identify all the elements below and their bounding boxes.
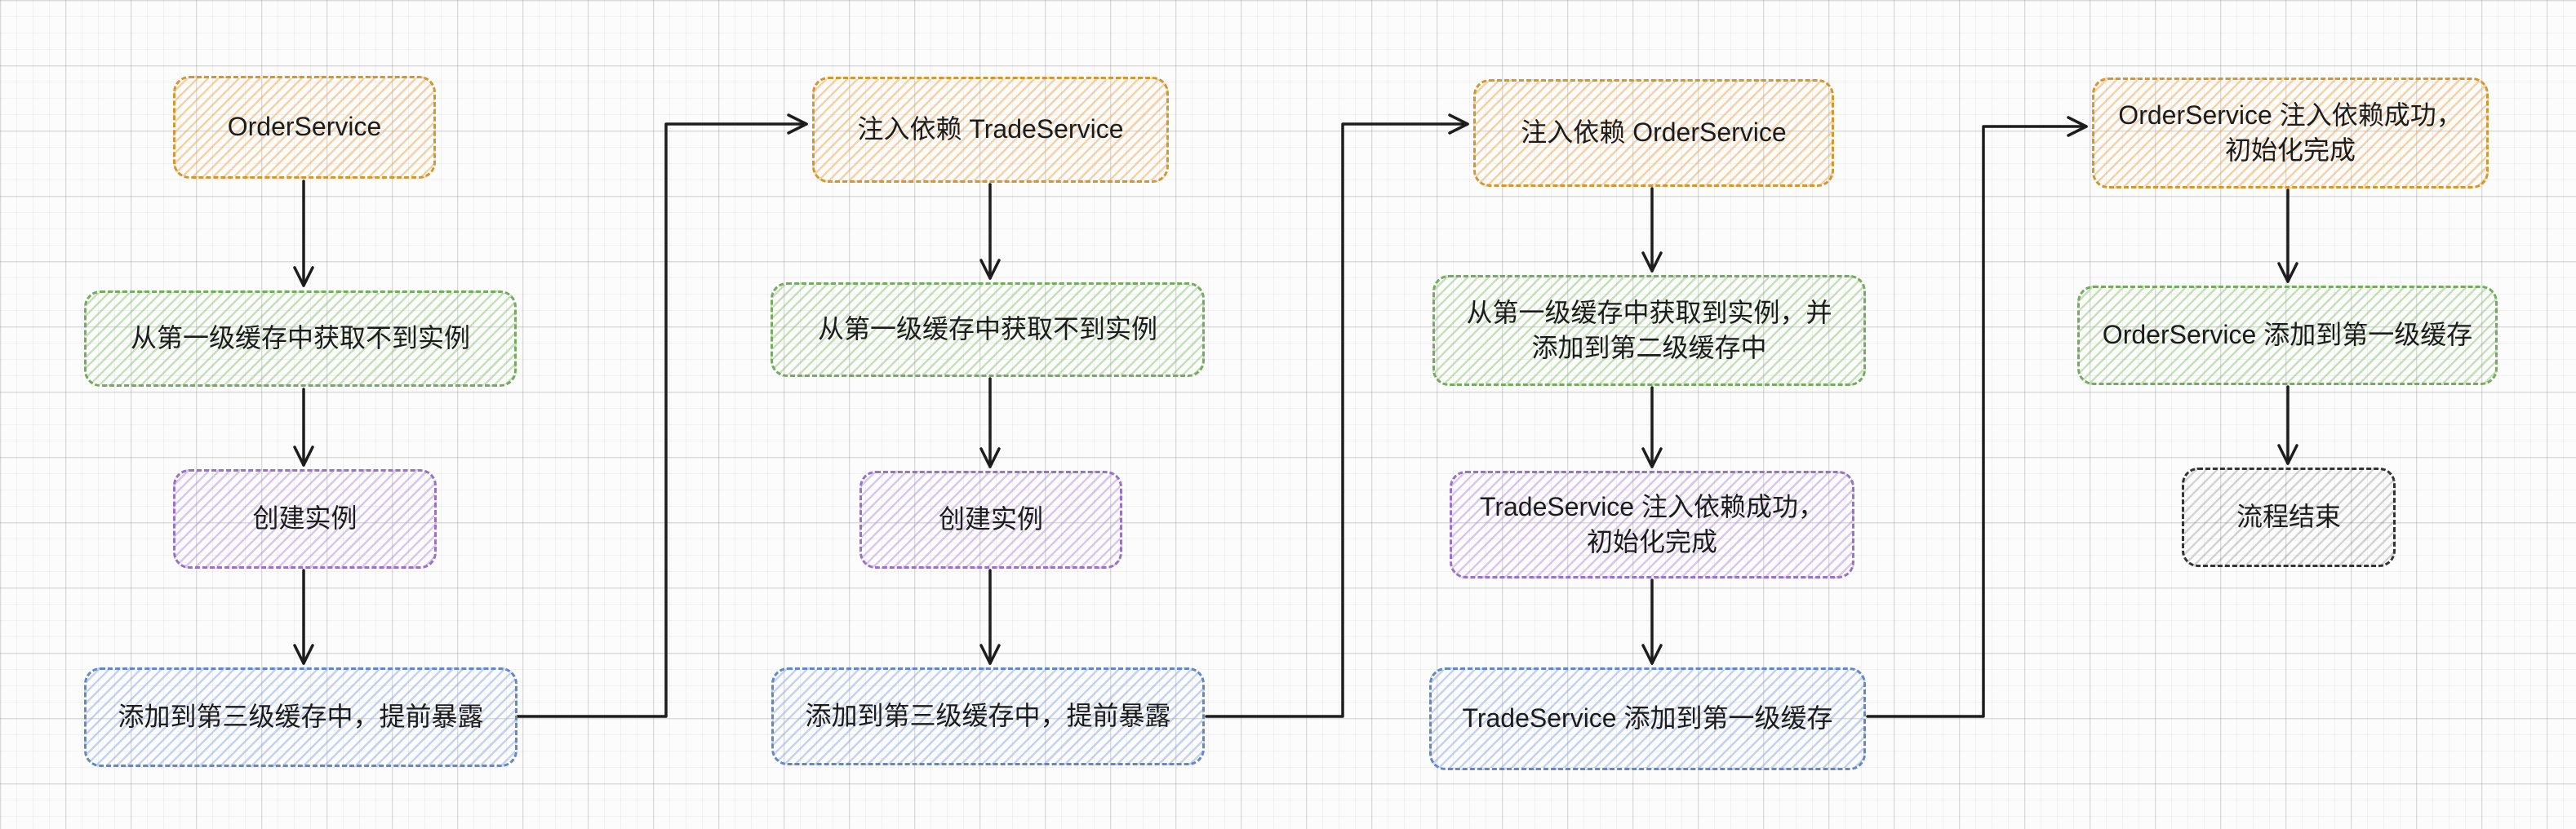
node-label: 从第一级缓存中获取不到实例 (130, 323, 470, 353)
node-label: OrderService (227, 112, 382, 142)
node-c1-create-instance[interactable]: 创建实例 (173, 469, 437, 569)
node-label: 添加到第三级缓存中，提前暴露 (805, 701, 1171, 731)
node-label: OrderService 注入依赖成功， 初始化完成 (2118, 100, 2463, 165)
node-c2-create-instance[interactable]: 创建实例 (859, 471, 1122, 569)
node-orderservice-init-done[interactable]: OrderService 注入依赖成功， 初始化完成 (2092, 78, 2489, 188)
node-tradeservice-init-done[interactable]: TradeService 注入依赖成功， 初始化完成 (1450, 471, 1854, 579)
node-c1-l1-cache-miss[interactable]: 从第一级缓存中获取不到实例 (84, 290, 517, 387)
node-label: 创建实例 (938, 504, 1043, 534)
node-tradeservice-add-l1-cache[interactable]: TradeService 添加到第一级缓存 (1429, 667, 1866, 770)
connector-col2-to-col3[interactable] (1205, 113, 1469, 718)
connector-col3-to-col4[interactable] (1866, 116, 2088, 718)
node-c2-l1-cache-miss[interactable]: 从第一级缓存中获取不到实例 (771, 282, 1205, 377)
node-label: 创建实例 (252, 503, 358, 534)
node-inject-orderservice[interactable]: 注入依赖 OrderService (1473, 79, 1834, 187)
node-label: 添加到第三级缓存中，提前暴露 (118, 702, 484, 732)
node-label: TradeService 注入依赖成功， 初始化完成 (1479, 491, 1824, 556)
node-label: TradeService 添加到第一级缓存 (1462, 703, 1833, 734)
node-label: OrderService 添加到第一级缓存 (2102, 320, 2473, 350)
node-c3-l1-cache-hit-add-l2[interactable]: 从第一级缓存中获取到实例，并 添加到第二级缓存中 (1432, 275, 1866, 386)
connector-col1-to-col2[interactable] (516, 113, 808, 718)
node-label: 流程结束 (2236, 502, 2341, 532)
node-label: 注入依赖 TradeService (857, 114, 1124, 144)
node-orderservice-add-l1-cache[interactable]: OrderService 添加到第一级缓存 (2077, 286, 2498, 385)
node-c1-add-l3-cache[interactable]: 添加到第三级缓存中，提前暴露 (84, 667, 517, 767)
node-label: 从第一级缓存中获取不到实例 (817, 314, 1157, 344)
node-label: 从第一级缓存中获取到实例，并 添加到第二级缓存中 (1466, 297, 1832, 362)
node-orderservice-start[interactable]: OrderService (173, 76, 436, 179)
node-label: 注入依赖 OrderService (1521, 117, 1787, 148)
node-flow-end[interactable]: 流程结束 (2182, 468, 2396, 567)
node-inject-tradeservice[interactable]: 注入依赖 TradeService (812, 77, 1169, 183)
node-c2-add-l3-cache[interactable]: 添加到第三级缓存中，提前暴露 (771, 667, 1205, 765)
